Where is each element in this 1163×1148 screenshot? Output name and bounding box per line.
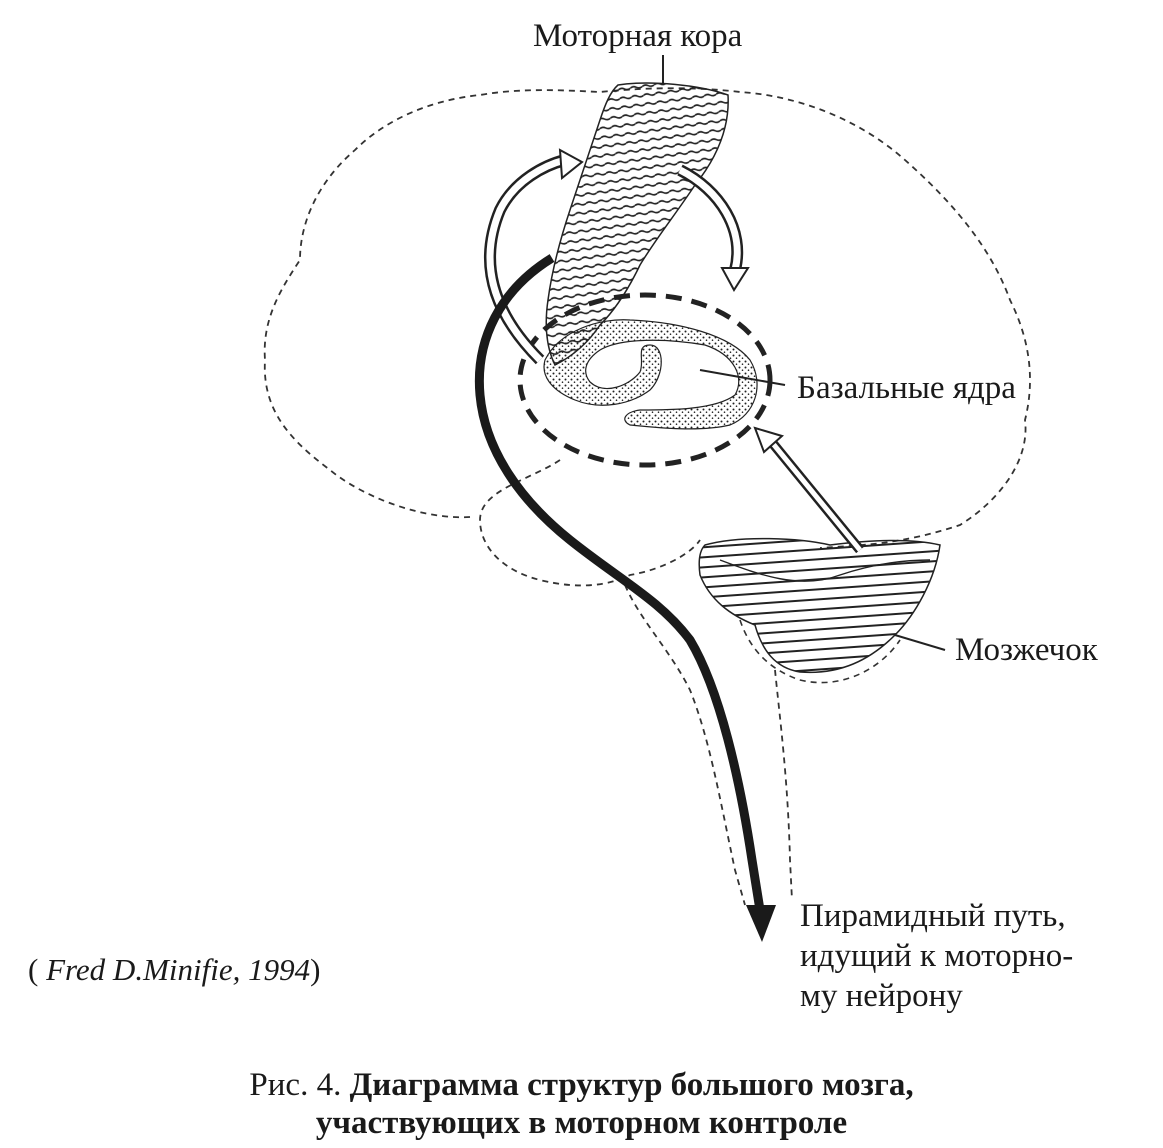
credit-author: Fred D.Minifie, 1994 xyxy=(46,952,311,987)
cerebellum-arrow-head xyxy=(753,426,785,454)
caption-title: Диаграмма структур большого мозга, xyxy=(349,1067,914,1103)
cerebellum xyxy=(698,537,941,674)
cerebellum-label: Мозжечок xyxy=(955,632,1098,668)
cerebellum-leader xyxy=(894,634,946,651)
caption-prefix: Рис. 4. xyxy=(249,1067,350,1103)
cerebellum-lower-outline xyxy=(739,619,901,684)
pyramidal-arrow-head xyxy=(746,905,776,942)
source-credit: ( Fred D.Minifie, 1994) xyxy=(28,952,321,987)
figure-caption-line1: Рис. 4. Диаграмма структур большого мозг… xyxy=(0,1066,1163,1104)
basal-ganglia-label: Базальные ядра xyxy=(797,370,1016,406)
temporal-lobe-outline xyxy=(479,459,701,587)
pyramidal-label-line2: идущий к моторно- xyxy=(800,938,1074,974)
figure-caption-line2: участвующих в моторном контроле xyxy=(315,1105,848,1141)
loop-arrow-left-head xyxy=(558,148,584,180)
loop-arrow-right-head xyxy=(720,267,750,292)
basal-ganglia-outline xyxy=(517,292,773,468)
pyramidal-label-line1: Пирамидный путь, xyxy=(800,898,1066,934)
brainstem-outline-right xyxy=(774,669,793,901)
basal-ganglia-leader xyxy=(699,369,786,386)
motor-cortex-label: Моторная кора xyxy=(533,18,743,54)
pyramidal-tract xyxy=(474,254,765,911)
pyramidal-label-line3: му нейрону xyxy=(800,978,963,1014)
caudate-nucleus xyxy=(543,319,758,430)
